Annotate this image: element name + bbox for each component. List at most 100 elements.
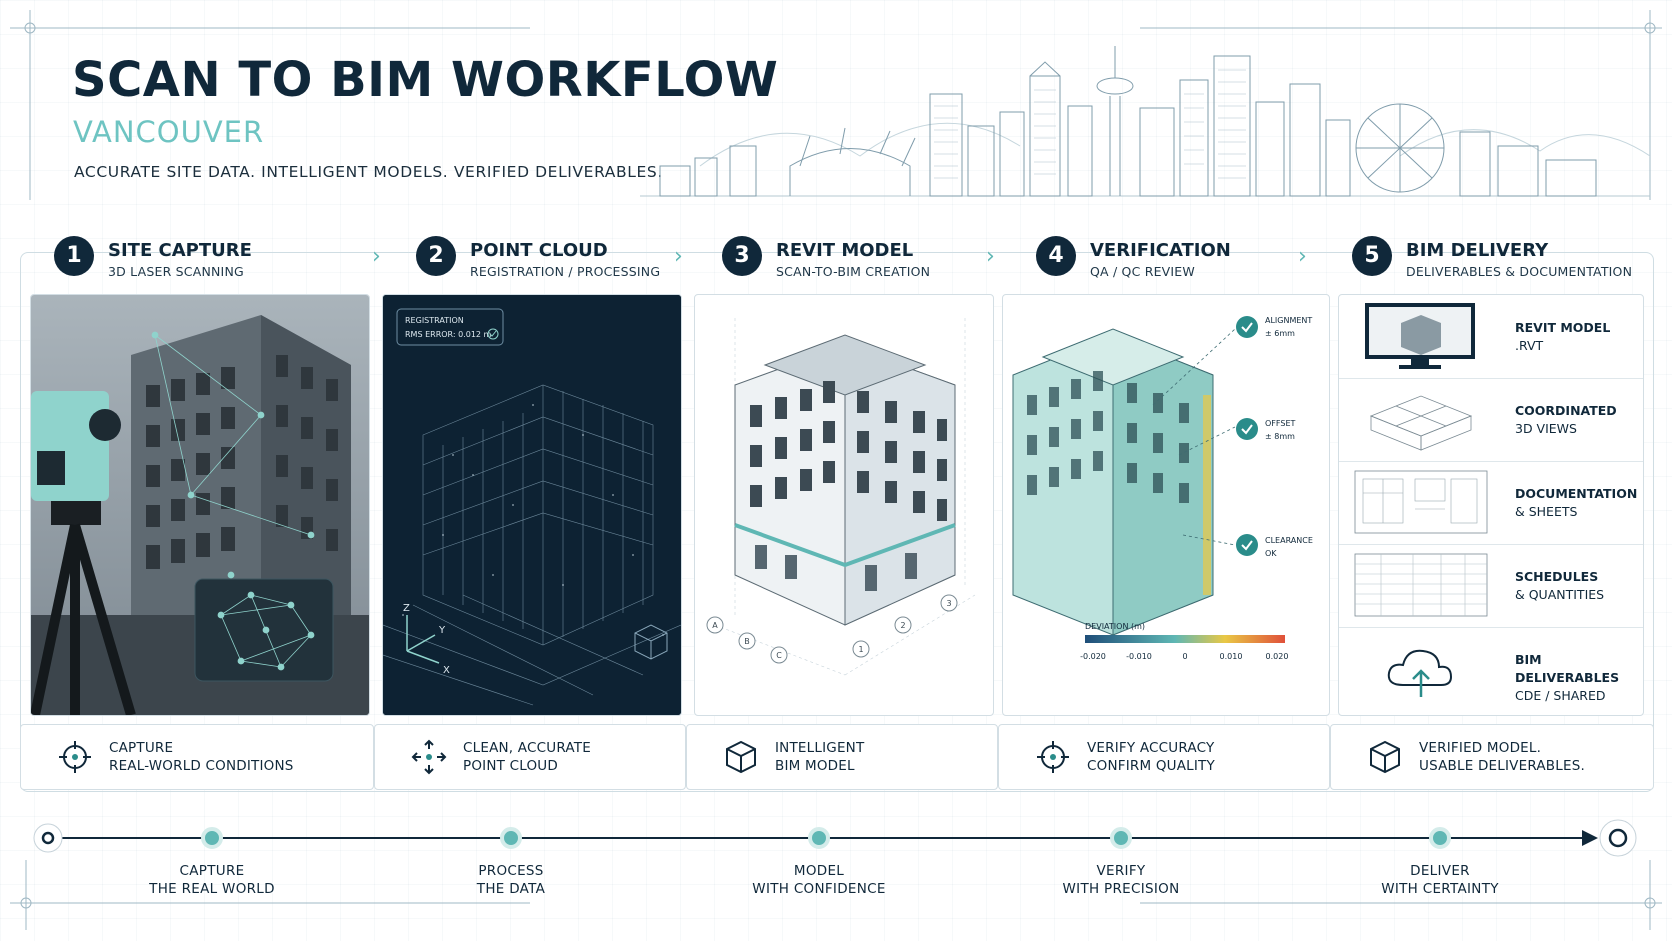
step-subtitle: DELIVERABLES & DOCUMENTATION bbox=[1406, 264, 1633, 279]
chevron-right-icon: › bbox=[1298, 244, 1307, 269]
timeline-label-line: WITH CONFIDENCE bbox=[752, 881, 886, 897]
step-subtitle: SCAN-TO-BIM CREATION bbox=[776, 264, 931, 279]
workflow-frame bbox=[20, 252, 1654, 792]
benefit-line: INTELLIGENT bbox=[775, 740, 865, 756]
page-title: SCAN TO BIM WORKFLOW bbox=[72, 52, 779, 108]
deliverable-3d-views[interactable]: COORDINATED 3D VIEWS bbox=[1339, 378, 1643, 462]
deliverable-title: DOCUMENTATION bbox=[1515, 486, 1638, 501]
step-1-header: 1 SITE CAPTURE 3D LASER SCANNING bbox=[54, 236, 344, 286]
cube-icon bbox=[1370, 740, 1400, 774]
verification-image: ALIGNMENT ± 6mm OFFSET ± 8mm CLEARANCE O… bbox=[1002, 294, 1330, 716]
timeline-label-process: PROCESS THE DATA bbox=[411, 862, 611, 898]
check-clearance-value: OK bbox=[1265, 549, 1277, 558]
benefit-line: REAL-WORLD CONDITIONS bbox=[109, 758, 294, 774]
deviation-tick: 0 bbox=[1182, 652, 1187, 661]
step-number: 3 bbox=[722, 236, 762, 276]
step-subtitle: 3D LASER SCANNING bbox=[108, 264, 244, 279]
deliverable-revit-model[interactable]: REVIT MODEL.RVT bbox=[1339, 295, 1643, 379]
step-title: REVIT MODEL bbox=[776, 240, 914, 261]
chevron-right-icon: › bbox=[674, 244, 683, 269]
benefit-line: VERIFIED MODEL. bbox=[1419, 740, 1542, 756]
deviation-legend-title: DEVIATION (m) bbox=[1085, 622, 1145, 631]
workflow-timeline bbox=[33, 819, 1637, 857]
step-title: POINT CLOUD bbox=[470, 240, 608, 261]
crosshair-target-icon bbox=[1037, 741, 1069, 773]
schedule-table-icon bbox=[1354, 553, 1488, 617]
cube-icon bbox=[726, 740, 756, 774]
crosshair-target-icon bbox=[59, 741, 91, 773]
check-offset-label: OFFSET bbox=[1265, 419, 1295, 428]
benefit-point-cloud: CLEAN, ACCURATE POINT CLOUD bbox=[374, 724, 686, 790]
timeline-label-verify: VERIFY WITH PRECISION bbox=[1021, 862, 1221, 898]
deliverable-title: BIM DELIVERABLES bbox=[1515, 652, 1620, 685]
chevron-right-icon: › bbox=[372, 244, 381, 269]
3d-view-thumbnail-icon bbox=[1369, 395, 1473, 451]
deliverable-sub: & SHEETS bbox=[1515, 504, 1578, 519]
deviation-tick: -0.020 bbox=[1080, 652, 1106, 661]
step-5-header: 5 BIM DELIVERY DELIVERABLES & DOCUMENTAT… bbox=[1352, 236, 1642, 286]
benefit-line: BIM MODEL bbox=[775, 758, 855, 774]
rms-error-label: RMS ERROR: 0.012 m bbox=[405, 330, 492, 339]
timeline-node bbox=[500, 827, 522, 849]
deliverable-sub: & QUANTITIES bbox=[1515, 587, 1605, 602]
grid-label-a: A bbox=[712, 621, 718, 630]
step-subtitle: QA / QC REVIEW bbox=[1090, 264, 1195, 279]
grid-label-b: B bbox=[744, 637, 750, 646]
check-alignment-label: ALIGNMENT bbox=[1265, 316, 1312, 325]
step-number: 4 bbox=[1036, 236, 1076, 276]
benefit-line: CAPTURE bbox=[109, 740, 174, 756]
timeline-label-line: THE REAL WORLD bbox=[149, 881, 275, 897]
benefit-line: CONFIRM QUALITY bbox=[1087, 758, 1215, 774]
benefit-deliver: VERIFIED MODEL. USABLE DELIVERABLES. bbox=[1330, 724, 1654, 790]
step-2-header: 2 POINT CLOUD REGISTRATION / PROCESSING bbox=[416, 236, 696, 286]
tagline: ACCURATE SITE DATA. INTELLIGENT MODELS. … bbox=[74, 163, 663, 181]
deliverables-list: REVIT MODEL.RVT COORDINATED 3D VIEWS DOCU… bbox=[1338, 294, 1644, 716]
timeline-node bbox=[808, 827, 830, 849]
timeline-label-line: CAPTURE bbox=[179, 863, 245, 879]
deliverable-title: COORDINATED bbox=[1515, 403, 1617, 418]
sheet-drawing-icon bbox=[1354, 470, 1488, 534]
vancouver-skyline-illustration bbox=[640, 46, 1650, 197]
benefit-line: USABLE DELIVERABLES. bbox=[1419, 758, 1585, 774]
deviation-tick: 0.010 bbox=[1220, 652, 1243, 661]
cloud-upload-icon bbox=[1387, 649, 1453, 697]
axis-x-label: X bbox=[443, 665, 450, 676]
timeline-label-line: THE DATA bbox=[476, 881, 546, 897]
step-subtitle: REGISTRATION / PROCESSING bbox=[470, 264, 661, 279]
check-clearance-label: CLEARANCE bbox=[1265, 536, 1313, 545]
step-4-header: 4 VERIFICATION QA / QC REVIEW bbox=[1036, 236, 1296, 286]
timeline-label-line: VERIFY bbox=[1096, 863, 1146, 879]
expand-arrows-icon bbox=[411, 739, 447, 775]
step-title: BIM DELIVERY bbox=[1406, 240, 1549, 261]
deviation-color-scale bbox=[1085, 635, 1285, 643]
timeline-node bbox=[1429, 827, 1451, 849]
benefit-bim-model: INTELLIGENT BIM MODEL bbox=[686, 724, 998, 790]
deliverable-schedules[interactable]: SCHEDULES& QUANTITIES bbox=[1339, 544, 1643, 628]
deviation-tick: -0.010 bbox=[1126, 652, 1152, 661]
timeline-label-line: WITH PRECISION bbox=[1062, 881, 1180, 897]
benefit-capture: CAPTURE REAL-WORLD CONDITIONS bbox=[20, 724, 374, 790]
step-3-header: 3 REVIT MODEL SCAN-TO-BIM CREATION bbox=[722, 236, 992, 286]
deliverable-title: REVIT MODEL bbox=[1515, 320, 1611, 335]
check-alignment-value: ± 6mm bbox=[1265, 329, 1295, 338]
timeline-node bbox=[1110, 827, 1132, 849]
benefit-line: POINT CLOUD bbox=[463, 758, 558, 774]
deliverable-sub: 3D VIEWS bbox=[1515, 421, 1577, 436]
deliverable-documentation[interactable]: DOCUMENTATION & SHEETS bbox=[1339, 461, 1643, 545]
step-title: SITE CAPTURE bbox=[108, 240, 252, 261]
grid-label-1: 1 bbox=[858, 645, 863, 654]
benefit-line: CLEAN, ACCURATE bbox=[463, 740, 591, 756]
chevron-right-icon: › bbox=[986, 244, 995, 269]
timeline-label-capture: CAPTURE THE REAL WORLD bbox=[112, 862, 312, 898]
point-cloud-image: REGISTRATION RMS ERROR: 0.012 m Z Y X bbox=[382, 294, 682, 716]
timeline-label-line: PROCESS bbox=[478, 863, 544, 879]
site-capture-image bbox=[30, 294, 370, 716]
grid-label-2: 2 bbox=[900, 621, 905, 630]
step-number: 5 bbox=[1352, 236, 1392, 276]
deviation-tick: 0.020 bbox=[1266, 652, 1289, 661]
